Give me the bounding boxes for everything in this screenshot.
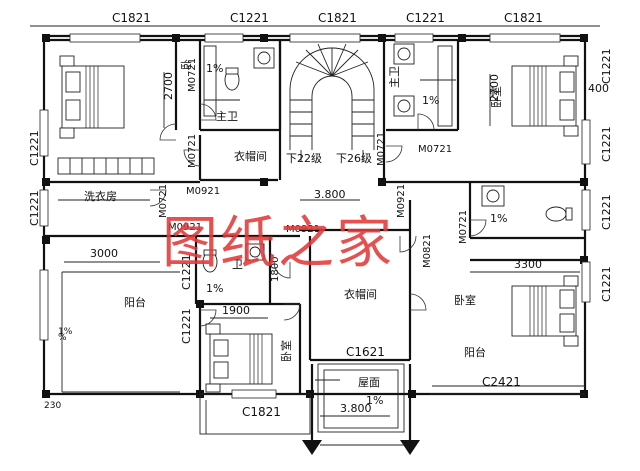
room-labels: 主卫 衣帽间 主卫 卧室 卧 洗衣房 卫 阳台 卧室 衣帽间 卧室 阳台 屋面 … [58,59,503,389]
dimension-label: 400 [588,82,609,95]
dimension-label: 1800 [270,257,281,282]
dimension-label: 3300 [514,258,542,271]
bottom-window-labels: C1821 C1621 C2421 [242,345,521,419]
window-label: C1221 [28,130,41,166]
door-label: M0721 [376,132,387,166]
roof-protrusion [302,363,420,455]
beds [59,55,579,393]
door-label: M0721 [458,210,469,244]
stair-label: 下26级 [336,152,372,165]
door-label: M0721 [187,134,198,168]
slope-labels: 1% 1% 1% 1% 1% 1% [58,62,507,407]
door-label: M0921 [286,224,320,235]
top-window-labels: C1821 C1221 C1821 C1221 C1821 [112,11,543,25]
dimension-label: 2700 [162,72,175,100]
side-windows [39,109,591,341]
door-label: M0921 [186,186,220,197]
window-label: C1621 [346,345,385,359]
bottom-left-block [199,389,311,435]
slope-label: 1% [366,394,383,407]
left-window-labels: C1221 C1221 C1221 C1221 [28,130,193,344]
slope-label: 1% [206,62,223,75]
door-label: M0721 [187,58,198,92]
door-label: M0921 [396,184,407,218]
room-label-bedroom-top-right: 卧室 [489,86,503,108]
window-label: C1221 [600,194,613,230]
room-label-balcony-left: 阳台 [124,295,146,309]
dimension-label: 230 [44,401,61,411]
window-label: C1821 [112,11,151,25]
staircase [289,43,375,162]
door-label: M0821 [422,234,433,268]
window-label: C1221 [600,126,613,162]
room-label-bedroom-bottom-left: 卧室 [279,340,293,362]
window-label: C1221 [230,11,269,25]
interior-walls [44,40,585,395]
room-label-master-bath-right: 主卫 [388,66,401,88]
door-label: M0721 [158,184,169,218]
window-label: C1221 [180,308,193,344]
slope-label: 1% [490,212,507,225]
window-label: C1221 [180,254,193,290]
top-windows [69,33,561,43]
window-label: C2421 [482,375,521,389]
dimension-label: 2700 [488,74,501,102]
room-label-balcony-right: 阳台 [464,345,486,359]
laundry-fixtures [57,157,155,201]
room-label-master-bath-left: 主卫 [216,110,238,123]
level-label: 3.800 [340,402,372,415]
room-label-closet-top: 衣帽间 [234,149,267,163]
dimension-label: 1900 [222,304,250,317]
window-label: C1821 [242,405,281,419]
sanitary-fixtures [202,43,573,273]
window-label: C1221 [406,11,445,25]
door-label: M0921 [168,222,202,233]
door-swings [149,103,487,327]
room-label-roof: 屋面 [358,376,380,389]
slope-label: 1% [58,327,73,337]
room-label-laundry: 洗衣房 [84,189,117,203]
door-labels: M0721 M0721 M0921 M0721 M0921 M0921 M092… [158,58,469,268]
dimension-labels: 2700 2700 400 3000 3300 1900 1800 230 [44,72,609,411]
room-label-bedroom-right: 卧室 [454,293,476,307]
level-labels: 3.800 3.800 下22级 下26级 [286,152,372,415]
slope-label: 1% [422,94,439,107]
window-label: C1221 [600,48,613,84]
room-label-closet-center: 衣帽间 [344,287,377,301]
room-label-bath-small: 卫 [232,258,243,271]
window-label: C1821 [504,11,543,25]
room-label-bedroom-top-left: 卧 [180,59,193,70]
dimension-lines [30,25,600,417]
right-window-labels: C1221 C1221 C1221 C1221 [600,48,613,302]
window-label: C1821 [318,11,357,25]
slope-percent: % [58,333,67,343]
window-label: C1221 [28,190,41,226]
slope-label: 1% [206,282,223,295]
stair-label: 下22级 [286,152,322,165]
door-label: M0721 [418,144,452,155]
window-label: C1221 [600,266,613,302]
dimension-label: 3000 [90,247,118,260]
watermark: 图纸之家 [162,211,394,276]
level-label: 3.800 [314,188,346,201]
